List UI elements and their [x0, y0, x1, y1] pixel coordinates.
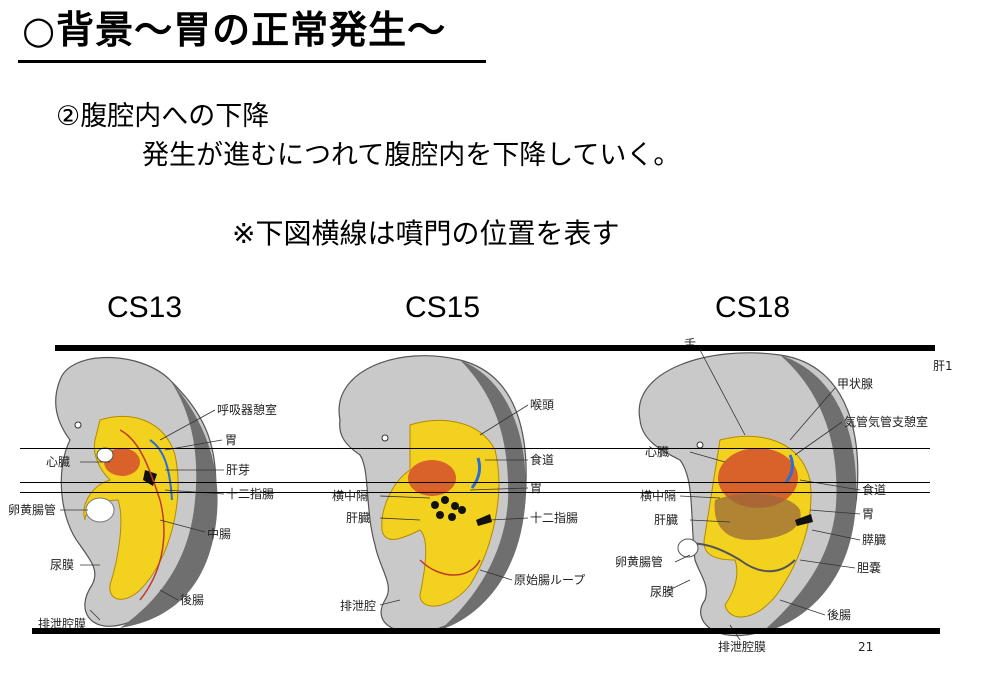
cs18-label-allantois: 尿膜 — [650, 585, 674, 599]
cs13-label-cloacal-membrane: 排泄腔膜 — [38, 616, 86, 631]
cs18-label-cloacal-membrane: 排泄腔膜 — [718, 639, 766, 654]
embryo-cs18 — [638, 352, 859, 637]
cs18-label-tracheobronchial-diverticulum: 気管気管支憩室 — [844, 414, 928, 429]
cs15-label-cloaca: 排泄腔 — [340, 598, 376, 613]
cs18-label-vitelline-duct: 卵黄腸管 — [615, 554, 663, 569]
cs18-label-liver: 肝臓 — [654, 513, 678, 527]
cs13-label-heart: 心臓 — [46, 455, 70, 469]
title-underline — [18, 60, 486, 63]
cs18-label-lines — [664, 349, 861, 641]
cs15-label-liver: 肝臓 — [346, 511, 370, 525]
cs15-label-larynx: 喉頭 — [530, 398, 554, 412]
stage-label-cs15: CS15 — [405, 291, 481, 324]
cs18-label-septum-transversum: 横中隔 — [640, 488, 676, 503]
cs18-label-stomach: 胃 — [862, 507, 874, 521]
cardia-line-cs15 — [20, 482, 930, 483]
cs13-label-liver-bud: 肝芽 — [226, 463, 250, 477]
cardia-line-cs13 — [20, 492, 930, 493]
cs13-label-duodenum: 十二指腸 — [226, 486, 274, 501]
cs15-label-primitive-gut-loop: 原始腸ループ — [514, 573, 585, 587]
cs13-label-hindgut: 後腸 — [180, 593, 204, 607]
cs18-label-gallbladder: 胆嚢 — [857, 560, 881, 575]
cs15-label-septum-transversum: 横中隔 — [332, 488, 368, 503]
cs13-label-midgut: 中腸 — [207, 526, 231, 541]
cs18-label-corner-mark: 肝1 — [933, 359, 953, 373]
figure-note: ※下図横線は噴門の位置を表す — [232, 217, 620, 250]
cs18-label-pancreas: 膵臓 — [862, 533, 886, 547]
cs13-label-stomach: 胃 — [225, 433, 237, 447]
section-description: 発生が進むにつれて腹腔内を下降していく。 — [142, 140, 681, 171]
cs18-label-hindgut: 後腸 — [827, 608, 851, 622]
cs13-label-allantois: 尿膜 — [50, 558, 74, 572]
cs15-label-duodenum: 十二指腸 — [530, 510, 578, 525]
cs18-page-number: 21 — [858, 640, 873, 654]
embryo-cs15 — [338, 355, 527, 633]
page-title: ○背景～胃の正常発生～ — [22, 8, 447, 52]
stage-label-cs18: CS18 — [715, 291, 791, 324]
cs18-label-thyroid: 甲状腺 — [837, 377, 873, 391]
top-boundary-line — [55, 345, 935, 351]
cs15-label-lines — [379, 404, 529, 606]
stage-label-cs13: CS13 — [107, 291, 183, 324]
bottom-boundary-line — [32, 628, 940, 634]
cardia-line-cs18 — [20, 448, 930, 449]
cs18-label-esophagus: 食道 — [862, 482, 886, 497]
cs13-label-lines — [60, 409, 225, 621]
cs15-label-esophagus: 食道 — [530, 452, 554, 467]
section-heading: ②腹腔内への下降 — [56, 101, 270, 132]
cs13-label-vitelline-duct: 卵黄腸管 — [8, 502, 56, 517]
cs15-label-stomach: 胃 — [530, 481, 542, 495]
cs13-label-respiratory-diverticulum: 呼吸器憩室 — [217, 402, 277, 417]
